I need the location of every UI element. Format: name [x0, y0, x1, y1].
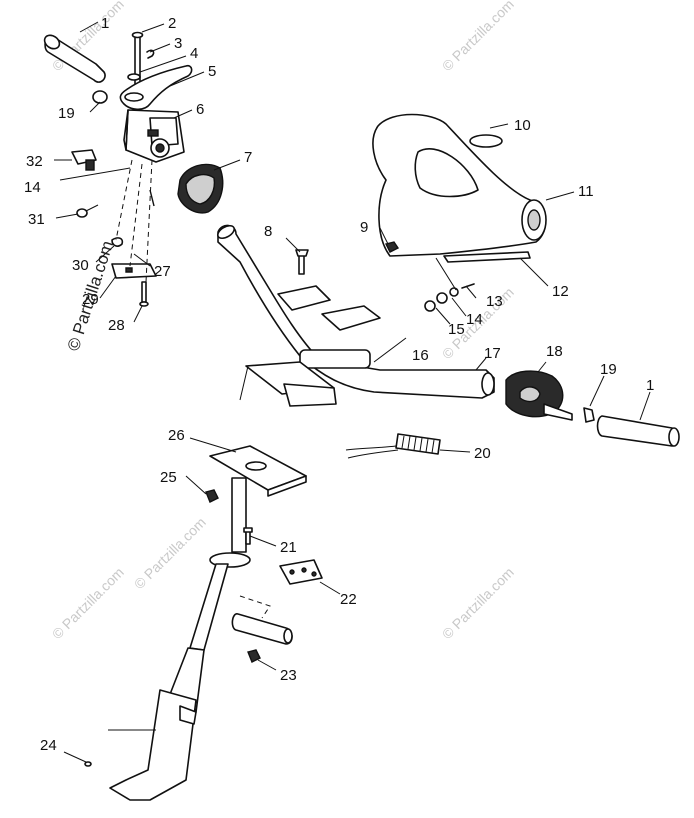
callout-4: 4	[190, 45, 198, 62]
strip-part-12	[443, 251, 531, 263]
callout-11: 11	[578, 183, 594, 200]
callout-13: 13	[486, 293, 503, 310]
clip-part-3	[146, 49, 155, 59]
clip-part-24	[84, 761, 92, 767]
callout-10: 10	[514, 117, 531, 134]
callout-18: 18	[546, 343, 563, 360]
callout-24: 24	[40, 737, 57, 754]
bracket-part-29	[111, 263, 157, 279]
left-grip	[43, 34, 106, 83]
cover-part-7	[177, 163, 224, 214]
callout-6: 6	[196, 101, 204, 118]
emblem-part-10	[469, 134, 503, 148]
clamp-part-16	[245, 285, 381, 407]
left-assembly-dashes	[115, 159, 153, 283]
washers-parts-13-15	[424, 283, 475, 312]
callout-14-left: 14	[24, 179, 41, 196]
callout-labels: 1 2 3 4 5 6 7 8 9 10 11 12 13 14 14 15 1…	[24, 15, 654, 754]
callout-15: 15	[448, 321, 465, 338]
cable-part-20	[345, 433, 441, 459]
callout-23: 23	[280, 667, 297, 684]
nut-part-9	[384, 241, 400, 253]
switch-housing-part-18	[505, 370, 573, 421]
callout-8: 8	[264, 223, 272, 240]
callout-32: 32	[26, 153, 43, 170]
screw-parts-27-30	[111, 189, 155, 247]
tube-part-23	[231, 595, 293, 663]
right-grip-part-1	[596, 415, 680, 447]
switch-part-32	[71, 149, 97, 171]
throttle-housing-part-6	[123, 109, 185, 163]
callout-7: 7	[244, 149, 252, 166]
bolt-part-8	[295, 249, 309, 275]
callout-28: 28	[108, 317, 125, 334]
watermark-bottom-left: © Partzilla.com	[49, 564, 127, 642]
callout-1-right-grip: 1	[646, 377, 654, 394]
callout-3: 3	[174, 35, 182, 52]
nut-part-25	[205, 489, 219, 503]
callout-26: 26	[168, 427, 185, 444]
callout-16: 16	[412, 347, 429, 364]
callout-20: 20	[474, 445, 491, 462]
callout-9: 9	[360, 219, 368, 236]
handlebar-part-17	[217, 224, 495, 399]
callout-1-left-grip: 1	[101, 15, 109, 32]
bushing-part-19-left	[92, 90, 108, 104]
bolt-part-31	[76, 204, 99, 218]
steering-post	[109, 477, 251, 801]
washer-part-4	[127, 73, 141, 81]
callout-19-right: 19	[600, 361, 617, 378]
callout-21: 21	[280, 539, 297, 556]
plate-part-22	[279, 559, 323, 585]
callout-19-left: 19	[58, 105, 75, 122]
leader-lines	[54, 21, 651, 763]
callout-25: 25	[160, 469, 177, 486]
handlebar-pad-part-11	[372, 113, 547, 257]
bushing-part-19-right	[583, 407, 595, 423]
callout-30: 30	[72, 257, 89, 274]
callout-2: 2	[168, 15, 176, 32]
steering-plate-part-26	[209, 445, 307, 497]
screw-part-28	[139, 281, 149, 307]
throttle-lever-part-5	[119, 64, 193, 111]
watermark-top-right: © Partzilla.com	[439, 0, 517, 74]
callout-14-right: 14	[466, 311, 483, 328]
callout-29: 29	[82, 291, 99, 308]
callout-5: 5	[208, 63, 216, 80]
screw-part-21	[243, 527, 253, 545]
callout-12: 12	[552, 283, 569, 300]
callout-27: 27	[154, 263, 171, 280]
callout-22: 22	[340, 591, 357, 608]
watermark-center-bottom: © Partzilla.com	[131, 514, 209, 592]
callout-17: 17	[484, 345, 501, 362]
watermark-bottom-right: © Partzilla.com	[439, 564, 517, 642]
callout-31: 31	[28, 211, 45, 228]
